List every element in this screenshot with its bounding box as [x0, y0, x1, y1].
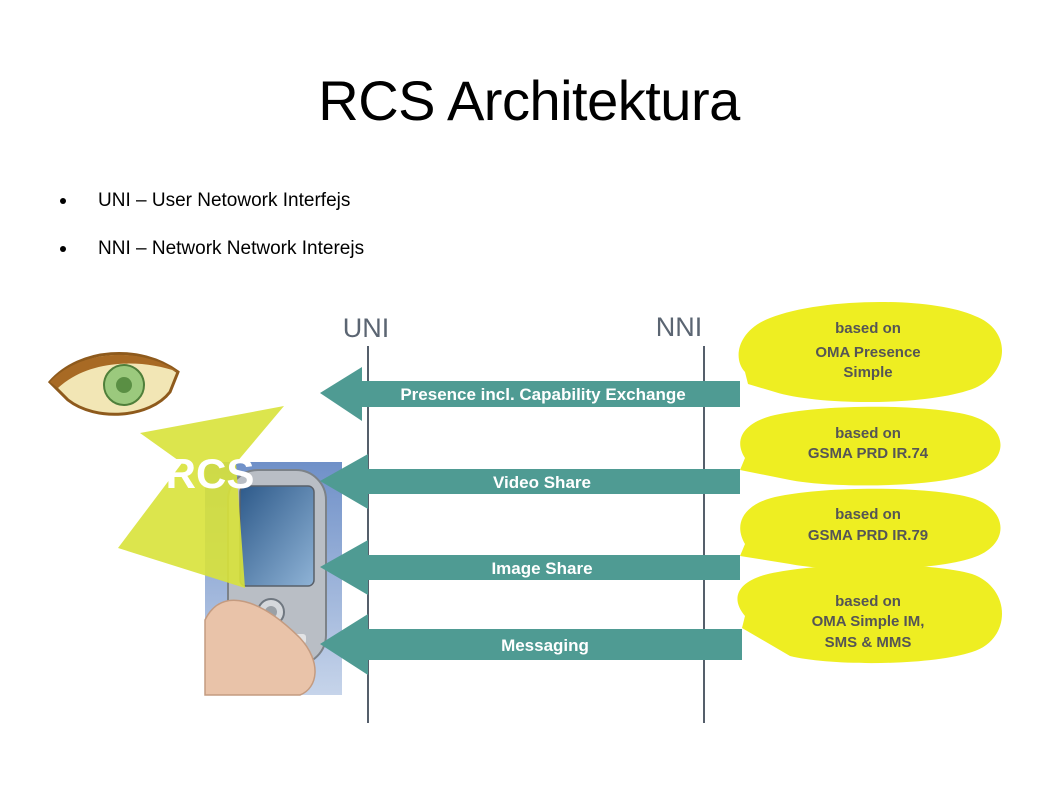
eye-pupil [116, 377, 132, 393]
bullet-dot-icon [60, 246, 66, 252]
phone-screen [239, 485, 315, 587]
rcs-arrow-shape [118, 406, 284, 588]
arrow-presence: Presence incl. Capability Exchange [320, 367, 740, 421]
bullet-dot-icon [60, 198, 66, 204]
arrow-messaging-label: Messaging [501, 636, 589, 655]
arrow-video-share: Video Share [320, 454, 740, 509]
callout-presence-line3: Simple [843, 364, 892, 381]
arrow-image-share: Image Share [320, 540, 740, 595]
arrow-messaging-shape [320, 614, 742, 675]
hand-thumb [204, 599, 316, 696]
arrow-video-share-shape [320, 454, 740, 509]
callout-image-share: based on GSMA PRD IR.79 [740, 488, 1001, 570]
bullet-uni-text: UNI – User Netowork Interfejs [98, 190, 351, 211]
uni-label: UNI [343, 313, 390, 343]
callout-presence-bubble [738, 301, 1003, 403]
callout-presence-line1: based on [835, 320, 901, 337]
nni-label: NNI [656, 312, 703, 342]
callout-presence: based on OMA Presence Simple [738, 301, 1003, 403]
phone-picture [204, 462, 342, 696]
callout-messaging-line2: OMA Simple IM, [812, 613, 925, 630]
arrow-messaging: Messaging [320, 614, 742, 675]
arrow-image-share-label: Image Share [491, 559, 592, 578]
callout-presence-line2: OMA Presence [815, 344, 920, 361]
callout-video-share-line2: GSMA PRD IR.74 [808, 445, 929, 462]
arrow-image-share-shape [320, 540, 740, 595]
slide-title: RCS Architektura [318, 69, 740, 132]
eye-icon [47, 351, 180, 416]
bullet-uni: UNI – User Netowork Interfejs [58, 188, 364, 236]
rcs-arrow: RCS [118, 406, 284, 588]
callout-messaging-line1: based on [835, 593, 901, 610]
bullet-list: UNI – User Netowork Interfejs NNI – Netw… [58, 188, 364, 284]
callout-image-share-line1: based on [835, 506, 901, 523]
rcs-logo-text: RCS [166, 450, 255, 497]
bullet-nni: NNI – Network Network Interejs [58, 236, 364, 284]
callout-video-share: based on GSMA PRD IR.74 [740, 406, 1001, 486]
callout-messaging-bubble [737, 564, 1002, 664]
callout-image-share-line2: GSMA PRD IR.79 [808, 527, 928, 544]
callout-image-share-bubble [740, 488, 1001, 570]
bullet-nni-text: NNI – Network Network Interejs [98, 238, 365, 259]
eye-lid [50, 354, 178, 388]
arrow-video-share-label: Video Share [493, 473, 591, 492]
callout-messaging-line3: SMS & MMS [825, 634, 912, 651]
callout-video-share-bubble [740, 406, 1001, 486]
callout-messaging: based on OMA Simple IM, SMS & MMS [737, 564, 1002, 664]
arrow-presence-shape [320, 367, 740, 421]
callout-video-share-line1: based on [835, 425, 901, 442]
arrow-presence-label: Presence incl. Capability Exchange [400, 385, 685, 404]
